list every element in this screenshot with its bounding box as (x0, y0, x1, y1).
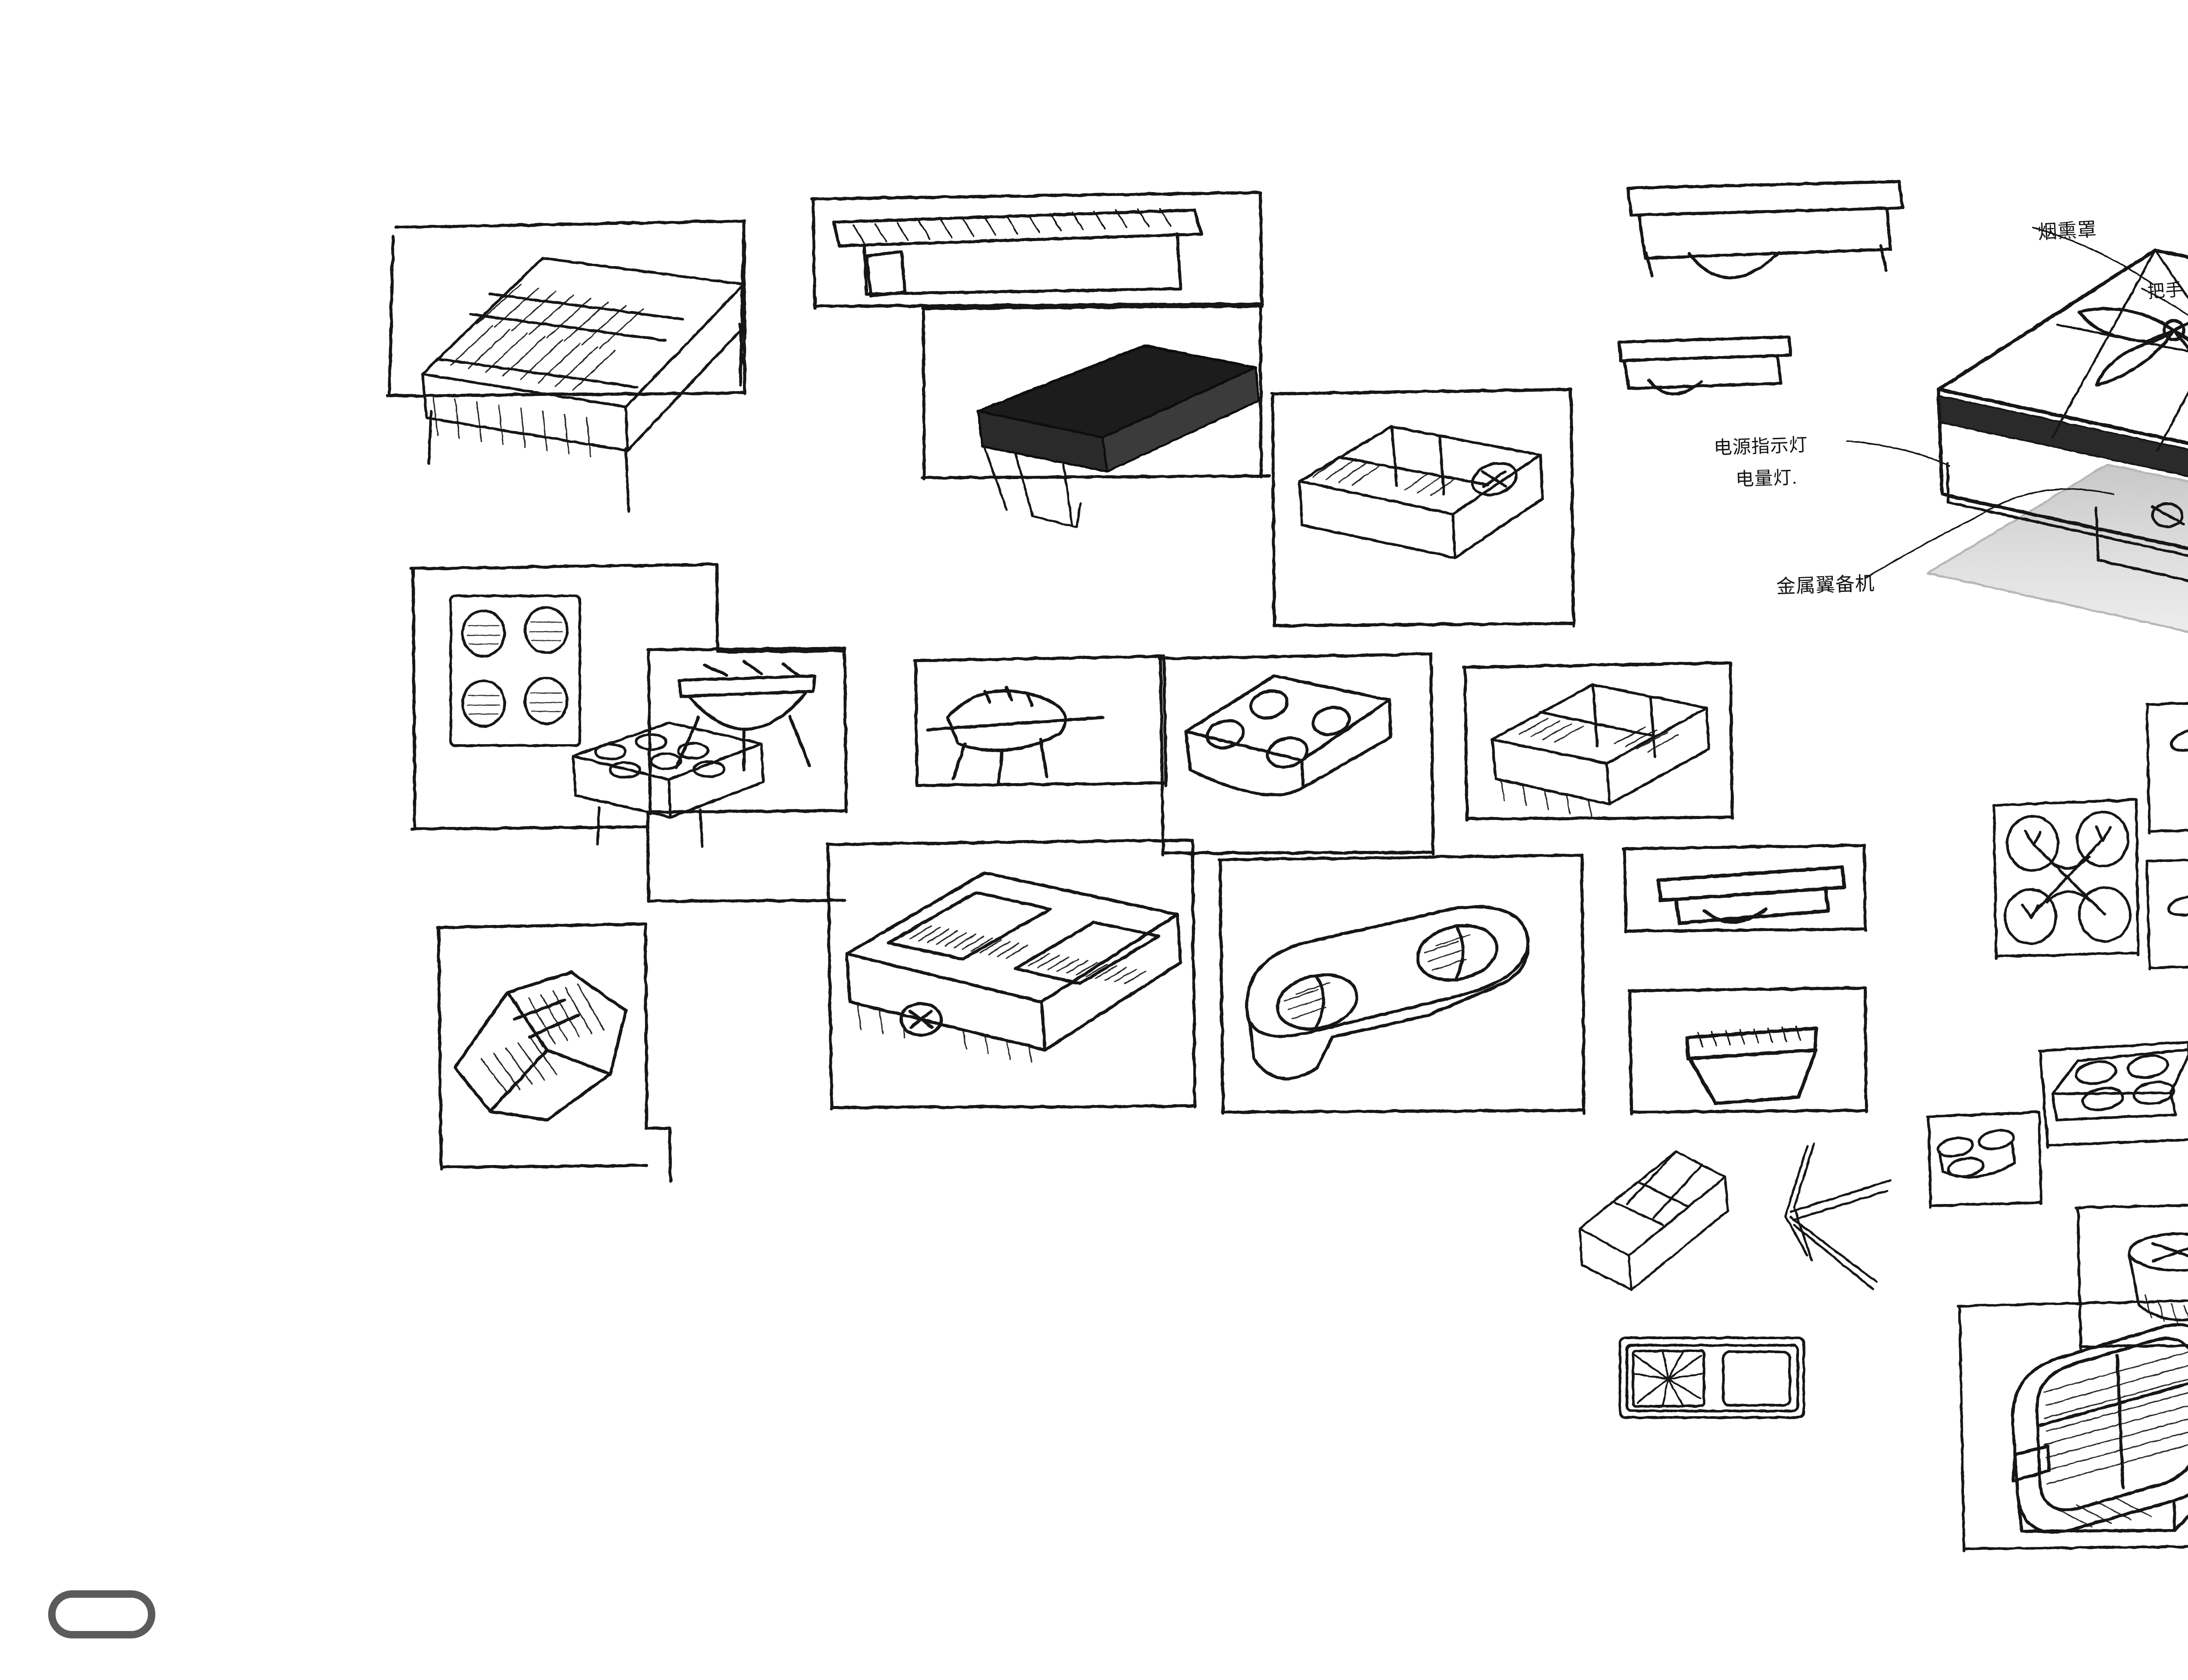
annotation-a2: 把手 (2146, 280, 2184, 302)
annotation-a7: 金属翼备机 (1776, 573, 1875, 598)
annotation-a4: 电源指示灯 (1713, 435, 1808, 458)
annotation-a5: 电量灯. (1735, 468, 1798, 490)
rounded-pill-button[interactable] (48, 1590, 155, 1638)
annotation-a1: 烟熏罩 (2037, 218, 2098, 243)
